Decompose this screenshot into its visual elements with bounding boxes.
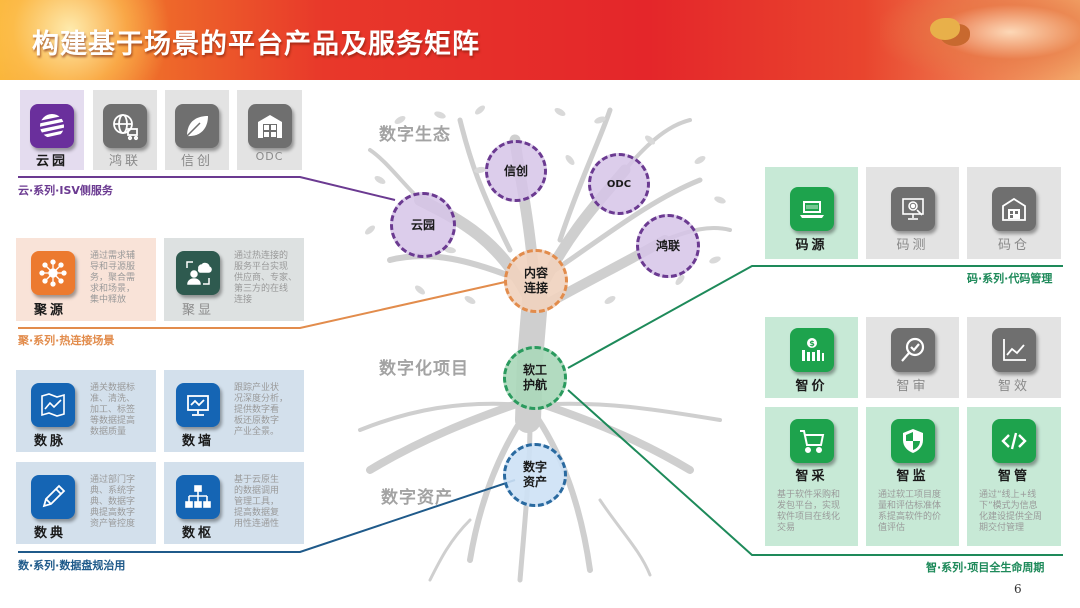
warehouse-icon <box>247 104 292 148</box>
tile-shudian[interactable]: 数典 通过部门字典、系统字典、数据字典提高数字资产管控度 <box>16 462 156 544</box>
yun-connector-line <box>18 176 396 201</box>
shield-icon <box>890 419 935 463</box>
juyuan-desc: 通过需求辅导和寻源服务，聚合需求和场景，集中释放 <box>90 251 136 305</box>
zhiguan-desc: 通过“线上+线下”模式为信息化建设提供全周期交付管理 <box>979 490 1043 533</box>
eagle-image <box>880 0 1080 80</box>
globe-stripes-icon <box>30 104 74 148</box>
eagle-head-icon <box>930 18 960 40</box>
tile-zhixiao[interactable]: 智效 <box>967 317 1061 398</box>
section-title-assets: 数字资产 <box>381 488 453 508</box>
ma-connector-line <box>567 265 1063 369</box>
map-trend-icon <box>31 383 75 427</box>
tile-zhijia[interactable]: $ 智价 <box>765 317 858 398</box>
page-number: 6 <box>1014 582 1022 596</box>
node-yunyuan[interactable]: 云园 <box>390 192 456 258</box>
ju-series-label: 聚·系列·热连接场景 <box>18 334 115 347</box>
shu-series-label: 数·系列·数据盘规治用 <box>18 559 126 572</box>
shumai-desc: 通关数据标准、清洗、加工、标签等数据提高数据质量 <box>90 383 136 437</box>
header-banner: 构建基于场景的平台产品及服务矩阵 <box>0 0 1080 80</box>
tile-zhijian[interactable]: 智监 通过软工项目度量和评估标准体系提高软件的价值评估 <box>866 407 959 546</box>
page-title: 构建基于场景的平台产品及服务矩阵 <box>32 29 480 60</box>
tile-macang[interactable]: 码仓 <box>967 167 1061 259</box>
ju-connector-line <box>18 281 506 329</box>
code-warehouse-icon <box>992 187 1036 231</box>
cloud-user-icon <box>176 251 220 295</box>
node-xinchuang[interactable]: 信创 <box>485 140 547 202</box>
leaf-icon <box>175 104 219 148</box>
pencil-icon <box>31 475 75 519</box>
shu-connector-line <box>18 479 516 553</box>
tile-yunyuan[interactable]: 云园 <box>20 90 84 170</box>
juxian-desc: 通过热连接的服务平台实现供应商、专家、第三方的在线连接 <box>234 251 298 305</box>
magnifier-check-icon <box>890 328 935 372</box>
zhicai-desc: 基于软件采购和发包平台，实现软件项目在线化交易 <box>777 490 841 533</box>
tile-zhishen[interactable]: 智审 <box>866 317 959 398</box>
section-title-projects: 数字化项目 <box>379 359 469 379</box>
zhi-connector-line <box>567 389 1063 556</box>
tile-odc[interactable]: ODC <box>237 90 302 170</box>
globe-cart-icon <box>103 104 147 148</box>
tile-mace[interactable]: 码测 <box>866 167 959 259</box>
section-title-ecology: 数字生态 <box>379 125 451 145</box>
tile-shushu[interactable]: 数枢 基于云原生的数据调用管理工具，提高数据复用性连通性 <box>164 462 304 544</box>
node-odc[interactable]: ODC <box>588 153 650 215</box>
shushu-desc: 基于云原生的数据调用管理工具，提高数据复用性连通性 <box>234 475 280 529</box>
tile-mayuan[interactable]: 码源 <box>765 167 858 259</box>
ma-series-label: 码·系列·代码管理 <box>967 272 1053 285</box>
node-honglian[interactable]: 鸿联 <box>636 214 700 278</box>
monitor-gear-icon <box>890 187 935 231</box>
zhijian-desc: 通过软工项目度量和评估标准体系提高软件的价值评估 <box>878 490 942 533</box>
shuqiang-desc: 跟踪产业状况深度分析，提供数字看板还原数字产业全景。 <box>234 383 289 437</box>
tile-juyuan[interactable]: 聚源 通过需求辅导和寻源服务，聚合需求和场景，集中释放 <box>16 238 156 321</box>
node-ruangong-huhang[interactable]: 软工护航 <box>503 346 567 410</box>
yun-series-label: 云·系列·ISV侧服务 <box>18 184 113 197</box>
tile-xinchuang[interactable]: 信创 <box>165 90 229 170</box>
svg-text:$: $ <box>809 339 815 348</box>
zhi-series-label: 智·系列·项目全生命周期 <box>926 561 1045 574</box>
code-icon <box>992 419 1036 463</box>
dollar-bars-icon: $ <box>789 328 834 372</box>
line-chart-icon <box>992 328 1036 372</box>
tile-zhicai[interactable]: 智采 基于软件采购和发包平台，实现软件项目在线化交易 <box>765 407 858 546</box>
node-content-connect[interactable]: 内容连接 <box>504 249 568 313</box>
laptop-icon <box>789 187 834 231</box>
cart-icon <box>789 419 834 463</box>
network-hub-icon <box>31 251 75 295</box>
tile-honglian[interactable]: 鸿联 <box>93 90 157 170</box>
banner-glow <box>0 0 180 80</box>
shudian-desc: 通过部门字典、系统字典、数据字典提高数字资产管控度 <box>90 475 136 529</box>
node-digital-assets[interactable]: 数字资产 <box>503 443 567 507</box>
monitor-chart-icon <box>176 383 220 427</box>
tile-zhiguan[interactable]: 智管 通过“线上+线下”模式为信息化建设提供全周期交付管理 <box>967 407 1061 546</box>
hierarchy-icon <box>176 475 220 519</box>
tile-juxian[interactable]: 聚显 通过热连接的服务平台实现供应商、专家、第三方的在线连接 <box>164 238 304 321</box>
tile-shuqiang[interactable]: 数墙 跟踪产业状况深度分析，提供数字看板还原数字产业全景。 <box>164 370 304 452</box>
tile-shumai[interactable]: 数脉 通关数据标准、清洗、加工、标签等数据提高数据质量 <box>16 370 156 452</box>
